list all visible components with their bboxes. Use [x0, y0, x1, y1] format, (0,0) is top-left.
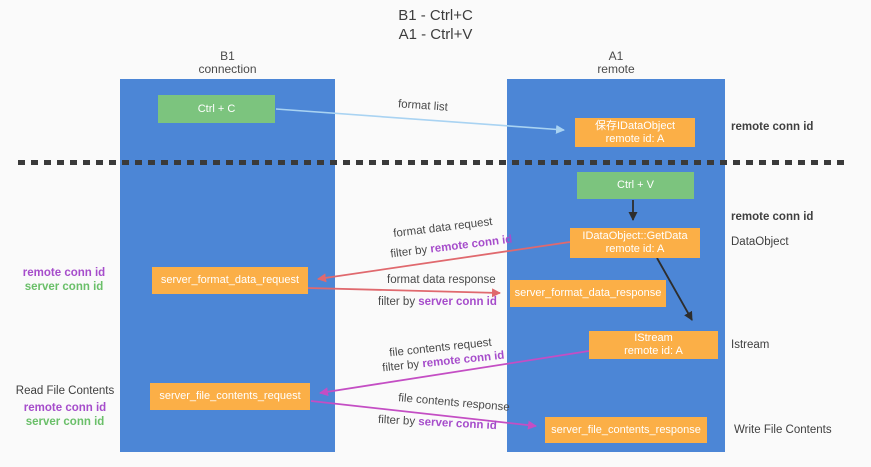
istream-box: IStream remote id: A — [589, 331, 718, 359]
server-conn-id-text: server conn id — [417, 416, 498, 433]
remote-conn-id-label-mid: remote conn id — [731, 211, 814, 223]
ctrl-c-box: Ctrl + C — [158, 95, 275, 123]
getdata-line2: remote id: A — [605, 243, 665, 255]
remote-conn-id-text: remote conn id — [429, 233, 513, 256]
right-column-subtitle: remote — [597, 62, 635, 76]
ctrl-c-label: Ctrl + C — [197, 102, 236, 115]
remote-conn-id-label-top: remote conn id — [731, 121, 814, 133]
left-remote-conn-id-2: remote conn id — [23, 402, 107, 414]
server-format-data-response-label: server_format_data_response — [514, 287, 662, 299]
filter-by-server-1: filter by server conn id — [378, 296, 497, 308]
filter-by-text: filter by — [377, 413, 419, 428]
server-file-contents-response-label: server_file_contents_response — [551, 423, 701, 436]
filter-by-text: filter by — [381, 358, 424, 375]
save-idataobject-line1: 保存IDataObject — [594, 119, 676, 132]
save-idataobject-line2: remote id: A — [605, 132, 665, 145]
save-idataobject-box: 保存IDataObject remote id: A — [575, 118, 695, 147]
diagram-title: B1 - Ctrl+C A1 - Ctrl+V — [0, 6, 871, 44]
read-file-group: Read File Contents remote conn id server… — [10, 384, 120, 429]
server-format-data-request-box: server_format_data_request — [152, 267, 308, 294]
left-conn-id-group: remote conn id server conn id — [14, 266, 114, 294]
istream-line2: remote id: A — [624, 345, 683, 357]
server-format-data-request-label: server_format_data_request — [160, 274, 300, 286]
ctrl-v-label: Ctrl + V — [617, 179, 654, 191]
server-file-contents-response-box: server_file_contents_response — [545, 417, 707, 443]
istream-line1: IStream — [634, 332, 673, 344]
file-contents-response-label: file contents response — [397, 392, 511, 414]
istream-side-label: Istream — [731, 339, 770, 351]
right-column-name: A1 — [608, 49, 624, 63]
filter-by-text: filter by — [378, 296, 419, 308]
format-data-response-arrow — [307, 287, 501, 298]
format-data-response-label: format data response — [387, 274, 496, 286]
ctrl-v-box: Ctrl + V — [577, 172, 694, 199]
write-file-contents-label: Write File Contents — [734, 424, 832, 436]
read-file-contents-label: Read File Contents — [15, 385, 115, 397]
format-list-label: format list — [397, 98, 449, 114]
format-data-request-label: format data request — [392, 215, 494, 241]
dataobject-label: DataObject — [731, 236, 789, 248]
filter-by-text: filter by — [389, 243, 432, 261]
getdata-box: IDataObject::GetData remote id: A — [570, 228, 700, 258]
right-column-header: A1 remote — [507, 50, 725, 76]
left-server-conn-id: server conn id — [24, 281, 104, 293]
left-remote-conn-id: remote conn id — [22, 267, 106, 279]
filter-by-server-2: filter by server conn id — [378, 414, 497, 432]
title-line-2: A1 - Ctrl+V — [398, 26, 473, 43]
server-format-data-response-box: server_format_data_response — [510, 280, 666, 307]
getdata-line1: IDataObject::GetData — [582, 230, 688, 242]
left-server-conn-id-2: server conn id — [25, 416, 105, 428]
left-column-subtitle: connection — [198, 62, 257, 76]
left-column-header: B1 connection — [120, 50, 335, 76]
machine-boundary-dashed-line — [18, 160, 848, 165]
server-conn-id-text: server conn id — [418, 296, 497, 308]
server-file-contents-request-label: server_file_contents_request — [159, 390, 301, 402]
title-line-1: B1 - Ctrl+C — [398, 7, 473, 24]
server-file-contents-request-box: server_file_contents_request — [150, 383, 310, 410]
left-column-name: B1 — [220, 49, 235, 63]
